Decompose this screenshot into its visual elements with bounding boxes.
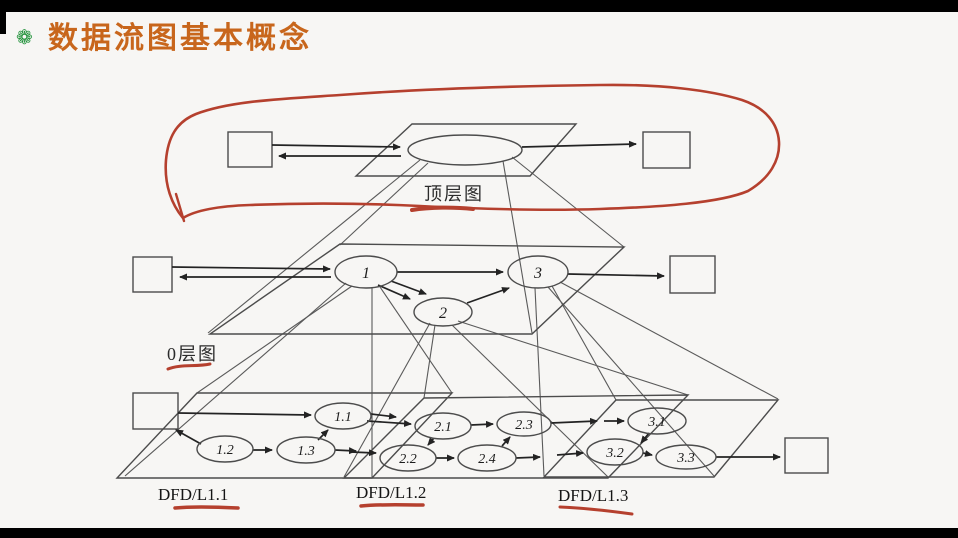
external-entity-box <box>642 131 691 169</box>
projection-line <box>534 287 545 477</box>
level0-plane <box>207 243 626 335</box>
process-label: 1.1 <box>334 410 352 425</box>
process-label: 2.2 <box>399 452 417 467</box>
top-process-ellipse <box>407 134 523 166</box>
annotation-loop-tail <box>174 192 186 223</box>
level1-plane-3 <box>542 399 780 478</box>
flow-arrow <box>515 453 541 461</box>
external-entity-box <box>132 256 173 293</box>
projection-line <box>451 324 609 478</box>
flow-arrow <box>350 449 377 457</box>
process-3-2-ellipse <box>586 438 644 466</box>
level1-diagram-label: DFD/L1.1 <box>158 485 228 504</box>
underline-level0-label <box>166 362 212 371</box>
process-label: 3 <box>533 265 542 282</box>
projection-line <box>124 282 347 477</box>
flow-arrow <box>271 143 401 151</box>
flow-arrow <box>466 287 510 304</box>
process-label: 2.4 <box>478 452 496 467</box>
slide-canvas <box>0 12 958 528</box>
flow-arrow <box>334 447 357 455</box>
flow-arrow <box>550 417 598 425</box>
process-2-1-ellipse <box>414 412 472 440</box>
underline-dfd3-label <box>558 505 634 516</box>
page-title: 数据流图基本概念 <box>48 22 312 55</box>
red-annotations <box>164 83 781 516</box>
flow-arrow <box>567 272 665 280</box>
underline-dfd2-label <box>359 503 425 508</box>
process-label: 3.1 <box>647 415 666 430</box>
corner-artifact <box>0 12 6 34</box>
top-diagram-label: 顶层图 <box>424 184 484 204</box>
underline-top-label <box>410 205 475 212</box>
process-label: 1.2 <box>216 443 234 458</box>
process-label: 2.3 <box>515 418 533 433</box>
level0-diagram-label: 0层图 <box>167 344 218 364</box>
process-3-ellipse <box>507 255 569 289</box>
projection-line <box>207 159 421 334</box>
flower-icon: ❁ <box>16 27 33 49</box>
process-label: 2 <box>439 305 447 322</box>
underline-dfd1-label <box>173 505 240 510</box>
projection-line <box>502 160 533 334</box>
process-label: 1 <box>362 265 370 282</box>
flow-arrow <box>556 450 584 458</box>
flow-arrow <box>427 437 436 446</box>
flow-arrow <box>377 284 411 300</box>
process-2-2-ellipse <box>379 444 437 472</box>
process-2-4-ellipse <box>457 444 517 472</box>
process-label: 2.1 <box>434 420 452 435</box>
annotation-loop <box>164 83 781 220</box>
projection-line <box>423 324 436 399</box>
flow-arrow <box>521 140 637 148</box>
projection-line <box>511 156 625 248</box>
projection-line <box>379 286 453 394</box>
level1-dfds: 1.1 1.2 1.3 2.1 2.2 2.3 2.4 3.1 3.2 3.3 … <box>115 392 829 505</box>
level1-diagram-label: DFD/L1.2 <box>356 483 426 502</box>
external-entity-box <box>784 437 829 474</box>
process-1-1-ellipse <box>314 402 372 430</box>
process-1-ellipse <box>334 255 398 289</box>
external-entity-box <box>669 255 716 294</box>
external-entity-box <box>227 131 273 168</box>
flow-arrow <box>177 411 312 419</box>
flow-arrow <box>470 420 494 428</box>
level0-dfd: 1 2 3 0层图 <box>132 243 716 364</box>
top-level-dfd: 顶层图 <box>227 123 691 204</box>
process-1-3-ellipse <box>276 436 336 464</box>
flow-arrow <box>640 432 650 444</box>
flow-arrow <box>175 429 202 445</box>
process-3-3-ellipse <box>655 444 717 470</box>
flow-arrow <box>171 265 331 273</box>
level1-diagram-label: DFD/L1.3 <box>558 486 628 505</box>
slide-title-row: ❁ 数据流图基本概念 <box>0 20 958 62</box>
top-plane <box>354 123 578 177</box>
level1-plane-2 <box>342 394 690 479</box>
flow-arrow <box>366 420 412 428</box>
process-label: 3.3 <box>676 451 695 466</box>
projection-line <box>559 281 779 400</box>
projection-lines-top-to-level0 <box>207 156 625 334</box>
projection-line <box>343 322 431 478</box>
process-3-1-ellipse <box>627 407 687 435</box>
projection-line <box>196 285 353 394</box>
flow-arrow <box>501 436 511 447</box>
process-2-ellipse <box>413 297 473 327</box>
external-entity-box <box>132 392 179 430</box>
process-label: 1.3 <box>297 444 315 459</box>
process-2-3-ellipse <box>496 411 552 437</box>
flow-arrow <box>642 450 653 457</box>
process-label: 3.2 <box>605 446 624 461</box>
process-1-2-ellipse <box>196 435 254 463</box>
projection-line <box>547 286 715 477</box>
flow-arrow <box>390 280 427 295</box>
flow-arrow <box>370 412 397 420</box>
